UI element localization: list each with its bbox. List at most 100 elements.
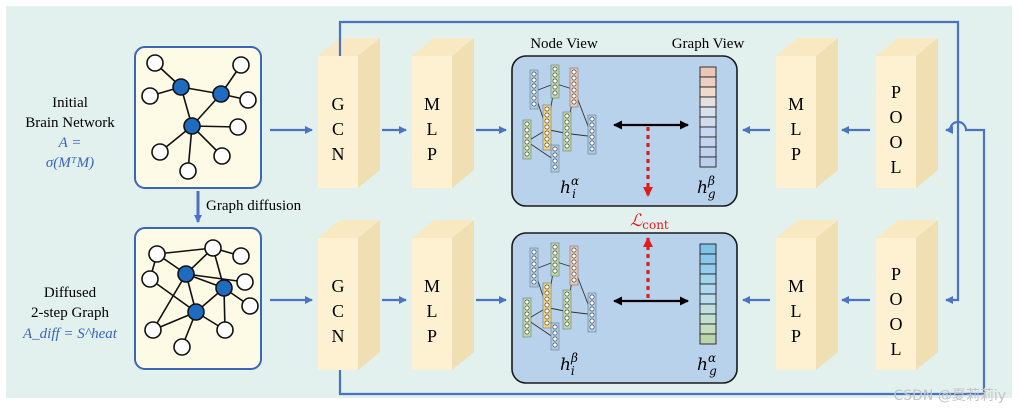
arrow-gcn-bottom-to-pool-top [338,120,986,396]
embedding-column [550,322,560,351]
embedding-unit [589,134,595,140]
top-node-embedding-network [522,64,597,173]
mlp-bottom-right-letter-m: M [788,276,804,296]
embedding-vector-cell [699,126,717,138]
pool-bottom-letter-o2: O [890,314,903,334]
diffused-label-line2: 2-step Graph [31,305,109,321]
top-view-panel [511,55,738,207]
bottom-view-panel [511,232,738,384]
embedding-unit [564,113,570,119]
embedding-unit [571,81,577,87]
embedding-vector-cell [699,333,717,345]
embedding-column [529,247,539,288]
embedding-unit [544,142,550,148]
mlp-top-right-letter-m: M [788,94,804,114]
initial-label-line1: Initial [52,95,88,111]
embedding-unit [544,124,550,130]
embedding-unit [531,255,537,261]
diffused-graph [134,227,262,370]
embedding-vector-cell [699,313,717,325]
embedding-unit [571,259,577,265]
gcn-top-letter-g: G [332,94,345,114]
embedding-unit [589,116,595,122]
initial-graph [134,46,262,189]
embedding-unit [571,247,577,253]
mlp-bottom-letter-l: L [427,301,438,321]
embedding-unit [564,297,570,303]
embedding-vector-cell [699,243,717,255]
embedding-unit [544,296,550,302]
mlp-bottom-letter-m: M [424,276,440,296]
embedding-unit [571,69,577,75]
embedding-unit [571,265,577,271]
embedding-column [522,119,532,160]
embedding-unit [552,330,558,336]
embedding-unit [544,136,550,142]
embedding-unit [571,93,577,99]
mlp-top-letter-m: M [424,94,440,114]
embedding-column [569,245,579,286]
embedding-unit [524,133,530,139]
embedding-unit [531,261,537,267]
embedding-vector-cell [699,293,717,305]
mlp-bottom-right-letter-l: L [791,301,802,321]
embedding-unit [531,267,537,273]
embedding-unit [524,145,530,151]
graph-view-header: Graph View [672,36,745,52]
embedding-vector-cell [699,96,717,108]
embedding-unit [589,306,595,312]
embedding-vector-cell [699,66,717,78]
graph-diffusion-label: Graph diffusion [206,198,302,214]
embedding-vector-cell [699,253,717,265]
embedding-unit [531,77,537,83]
embedding-vector-cell [699,146,717,158]
embedding-vector-cell [699,283,717,295]
embedding-unit [552,262,558,268]
embedding-unit [552,256,558,262]
mlp-top-letter-l: L [427,119,438,139]
mlp-block-bottom [412,220,474,370]
embedding-unit [571,253,577,259]
embedding-vector-cell [699,136,717,148]
embedding-unit [552,146,558,152]
embedding-unit [564,309,570,315]
embedding-column [569,67,579,108]
embedding-unit [544,130,550,136]
embedding-unit [531,83,537,89]
embedding-unit [524,305,530,311]
pool-bottom-letter-o1: O [890,289,903,309]
embedding-unit [552,164,558,170]
embedding-unit [524,311,530,317]
pool-top-letter-l: L [891,157,902,177]
pool-block-top [876,38,938,188]
gcn-top-letter-c: C [332,119,344,139]
bottom-graph-embedding-vector [699,243,717,345]
mlp-block-bottom-right [776,220,838,370]
embedding-column [562,111,572,152]
mlp-block-top [412,38,474,188]
bottom-node-embedding-network [522,242,597,351]
embedding-unit [552,78,558,84]
embedding-unit [589,324,595,330]
embedding-unit [564,137,570,143]
embedding-unit [571,75,577,81]
pool-bottom-letter-p: P [891,264,901,284]
embedding-unit [589,312,595,318]
embedding-edge [526,319,556,339]
embedding-unit [544,112,550,118]
embedding-unit [571,87,577,93]
embedding-vector-cell [699,303,717,315]
embedding-column [587,114,597,155]
embedding-vector-cell [699,323,717,335]
embedding-unit [524,299,530,305]
embedding-unit [531,249,537,255]
embedding-unit [552,72,558,78]
node-view-header: Node View [530,36,598,52]
gcn-block-bottom [318,220,380,370]
watermark: CSDN @夏莉莉iy [893,388,1006,404]
pool-top-letter-p: P [891,82,901,102]
embedding-unit [571,277,577,283]
